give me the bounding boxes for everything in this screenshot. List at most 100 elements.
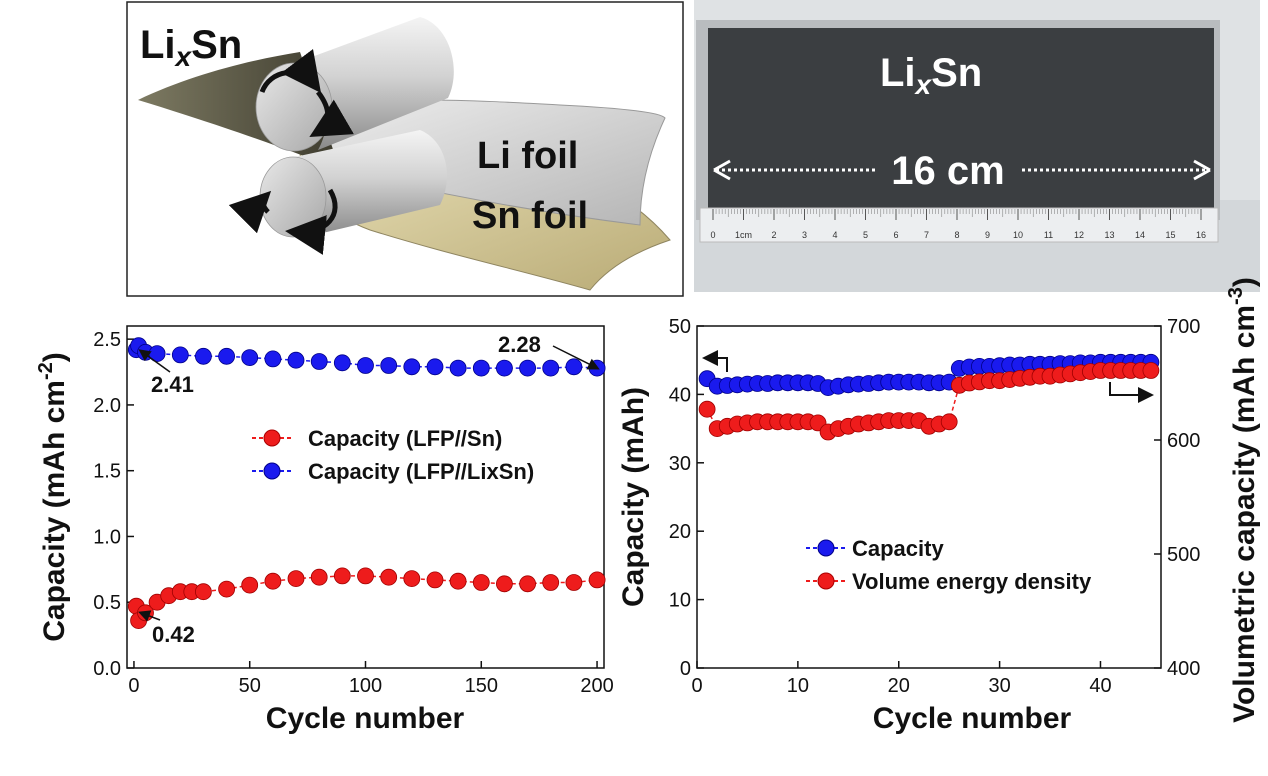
x-tick-label: 30 [988, 675, 1010, 697]
data-point [333, 354, 351, 372]
data-point [495, 359, 513, 377]
data-point [357, 567, 374, 585]
schematic-panel: LixSn Li foil Sn foil [126, 1, 684, 297]
data-point [542, 359, 560, 377]
chart-right-ylabel: Capacity (mAh) [617, 387, 650, 607]
chart-right-frame [696, 325, 1162, 669]
legend-marker-capacity [817, 539, 835, 557]
legend-label-volume-density: Volume energy density [852, 569, 1092, 594]
data-point [472, 574, 490, 591]
data-point [519, 575, 536, 593]
data-point [218, 580, 236, 598]
data-point [218, 347, 236, 365]
schematic-lixsn-label: LixSn [140, 23, 242, 72]
x-tick-label: 50 [239, 675, 261, 697]
x-tick-label: 100 [349, 675, 382, 697]
rotation-arrow-icon [228, 190, 272, 234]
ruler-tick-label: 10 [1013, 230, 1023, 240]
y-tick-label: 1.0 [93, 526, 121, 548]
ruler-tick-label: 3 [802, 230, 807, 240]
data-point [1142, 362, 1160, 379]
ruler-tick-label: 4 [832, 230, 837, 240]
x-tick-label: 0 [691, 675, 702, 697]
ruler-tick-label: 8 [954, 230, 959, 240]
data-point [449, 359, 467, 377]
rotation-arrow-icon [259, 49, 322, 94]
ruler-tick-label: 0 [710, 230, 715, 240]
sn-foil-label: Sn foil [472, 195, 588, 237]
data-point [495, 575, 513, 593]
data-point [264, 572, 282, 590]
annotation-arrow [138, 349, 171, 373]
ruler-tick-label: 6 [893, 230, 898, 240]
data-point [333, 567, 351, 585]
annotation-arrow [138, 610, 161, 622]
dimension-arrow-right-icon [1193, 159, 1211, 181]
dimension-label: 16 cm [891, 149, 1004, 193]
ruler-tick-label: 9 [985, 230, 990, 240]
ruler-tick-label: 12 [1074, 230, 1084, 240]
data-point [357, 357, 374, 374]
chart-left-frame [126, 325, 605, 669]
x-tick-label: 10 [787, 675, 809, 697]
data-point [287, 351, 305, 369]
legend-label-lfp-lixsn: Capacity (LFP//LixSn) [308, 459, 534, 484]
rotation-arrow-icon [285, 188, 338, 255]
li-foil-label: Li foil [477, 135, 578, 177]
y2-tick-label: 700 [1167, 316, 1200, 338]
chart-left-annotations: 2.412.280.42 [138, 332, 600, 647]
ruler-tick-label: 15 [1165, 230, 1175, 240]
y-tick-label: 0.0 [93, 658, 121, 680]
x-tick-label: 150 [465, 675, 498, 697]
dimension-arrow-left-icon [713, 159, 731, 181]
y-tick-label: 0 [680, 658, 691, 680]
data-point [542, 574, 560, 591]
data-point [264, 350, 282, 368]
annotation-label: 0.42 [152, 622, 195, 647]
y-tick-label: 10 [669, 590, 691, 612]
chart-left-xlabel: Cycle number [266, 702, 465, 735]
data-point [241, 349, 259, 367]
chart-left-ylabel: Capacity (mAh cm-2) [35, 352, 71, 642]
data-point [519, 359, 536, 377]
data-point [403, 358, 421, 376]
y-tick-label: 20 [669, 521, 691, 543]
lixsn-electrode [708, 28, 1214, 208]
y-tick-label: 40 [669, 384, 691, 406]
data-point [565, 574, 583, 591]
data-point [241, 576, 259, 594]
annotation-label: 2.41 [151, 372, 194, 397]
ruler-tick-label: 16 [1196, 230, 1206, 240]
ruler-tick-label: 14 [1135, 230, 1145, 240]
data-point [310, 568, 328, 586]
data-point [194, 583, 212, 601]
y-tick-label: 0.5 [93, 592, 121, 614]
data-point [380, 568, 398, 586]
annotation-arrow [552, 345, 600, 370]
y2-tick-label: 400 [1167, 658, 1200, 680]
ruler-tick-label: 5 [863, 230, 868, 240]
legend-label-lfp-sn: Capacity (LFP//Sn) [308, 426, 502, 451]
legend-marker-lfp-sn [263, 429, 281, 447]
y-tick-label: 2.0 [93, 395, 121, 417]
data-point [698, 400, 716, 418]
y-tick-label: 1.5 [93, 461, 121, 483]
data-point [380, 357, 398, 374]
data-point [472, 359, 490, 377]
data-point [287, 570, 305, 587]
ruler-tick-label: 7 [924, 230, 929, 240]
y2-tick-label: 500 [1167, 544, 1200, 566]
ruler-tick-label: 2 [771, 230, 776, 240]
data-point [588, 571, 606, 589]
rotation-arrow-icon [309, 90, 354, 138]
data-point [426, 571, 444, 589]
x-tick-label: 40 [1089, 675, 1111, 697]
data-point [194, 347, 212, 365]
ruler-tick-label: 1cm [735, 230, 752, 240]
photo-lixsn-label: LixSn [880, 51, 982, 100]
